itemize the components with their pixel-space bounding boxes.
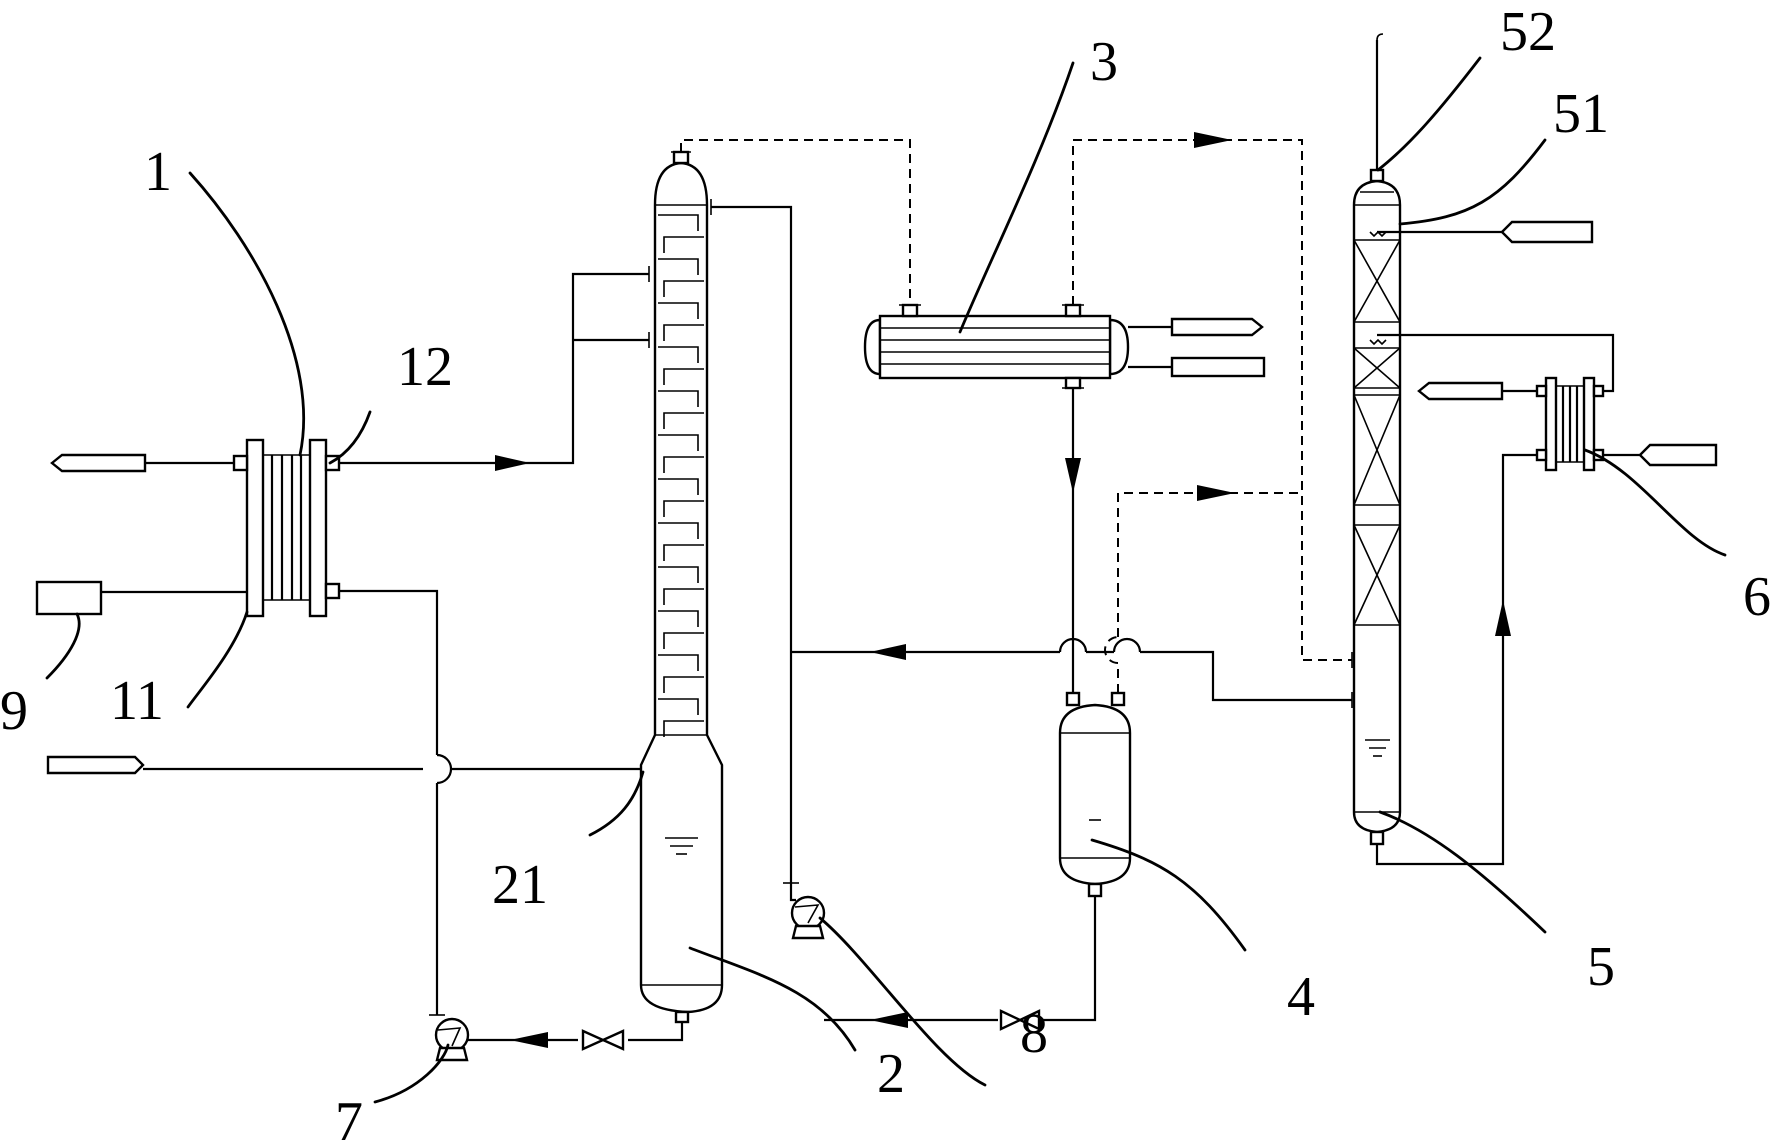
column-tray [663,588,704,605]
label-3: 3 [1090,31,1118,93]
label-52: 52 [1500,1,1556,63]
label-1: 1 [144,141,172,203]
column-tray [658,478,699,495]
column-tray [663,456,704,473]
column-tray [658,390,699,407]
column5-to-reflux-line [791,637,1353,708]
column-tray [658,610,699,627]
column-tray [658,522,699,539]
column-tray [663,368,704,385]
feed-inlet-arrow-left [50,453,234,473]
distillation-column-2 [639,150,724,1024]
column-tray [658,302,699,319]
label-7: 7 [335,1091,363,1143]
column-tray [658,566,699,583]
column2-bottoms-line [462,1022,684,1051]
column-tray [663,544,704,561]
label-5: 5 [1587,936,1615,998]
label-8: 8 [1020,1003,1048,1065]
column-tray [663,412,704,429]
column-tray [663,676,704,693]
vapor-line-column-to-condenser [680,132,1353,668]
column-trays [658,214,704,737]
pump-8 [789,883,826,940]
column-tray [663,236,704,253]
column-tray [658,346,699,363]
plate-heat-exchanger-6 [1377,333,1718,472]
label-9: 9 [0,680,28,742]
column-tray [663,324,704,341]
feed-inlet-51 [1377,220,1594,244]
column-tray [658,654,699,671]
leader-lines [45,56,1727,1104]
packed-column-5 [1352,33,1402,846]
label-11: 11 [110,670,164,732]
column-tray [663,280,704,297]
label-12: 12 [397,336,453,398]
column-tray [658,214,699,231]
column-tray [663,720,704,737]
label-51: 51 [1553,83,1609,145]
label-6: 6 [1743,566,1771,628]
label-2: 2 [877,1043,905,1105]
hx1-to-column-line [339,266,650,471]
shell-tube-condenser-3 [863,303,1266,390]
pump-7 [434,1017,470,1062]
label-4: 4 [1287,966,1315,1028]
drum4-to-pump8-line [824,1005,1097,1031]
reflux-line [710,199,799,884]
condensate-line [1065,388,1081,693]
column-tray [658,434,699,451]
column5-bottoms-loop [1375,453,1537,866]
controller-9 [35,580,247,616]
vent-line-drum-to-column5 [1104,485,1302,693]
column-tray [663,500,704,517]
feed-line-21 [46,755,645,775]
pump7-to-hx1-line [339,589,453,1016]
column-tray [658,698,699,715]
column-tray [658,258,699,275]
label-21: 21 [492,854,548,916]
column-tray [663,632,704,649]
receiver-drum-4 [1058,691,1132,1005]
plate-heat-exchanger-1 [232,438,341,618]
